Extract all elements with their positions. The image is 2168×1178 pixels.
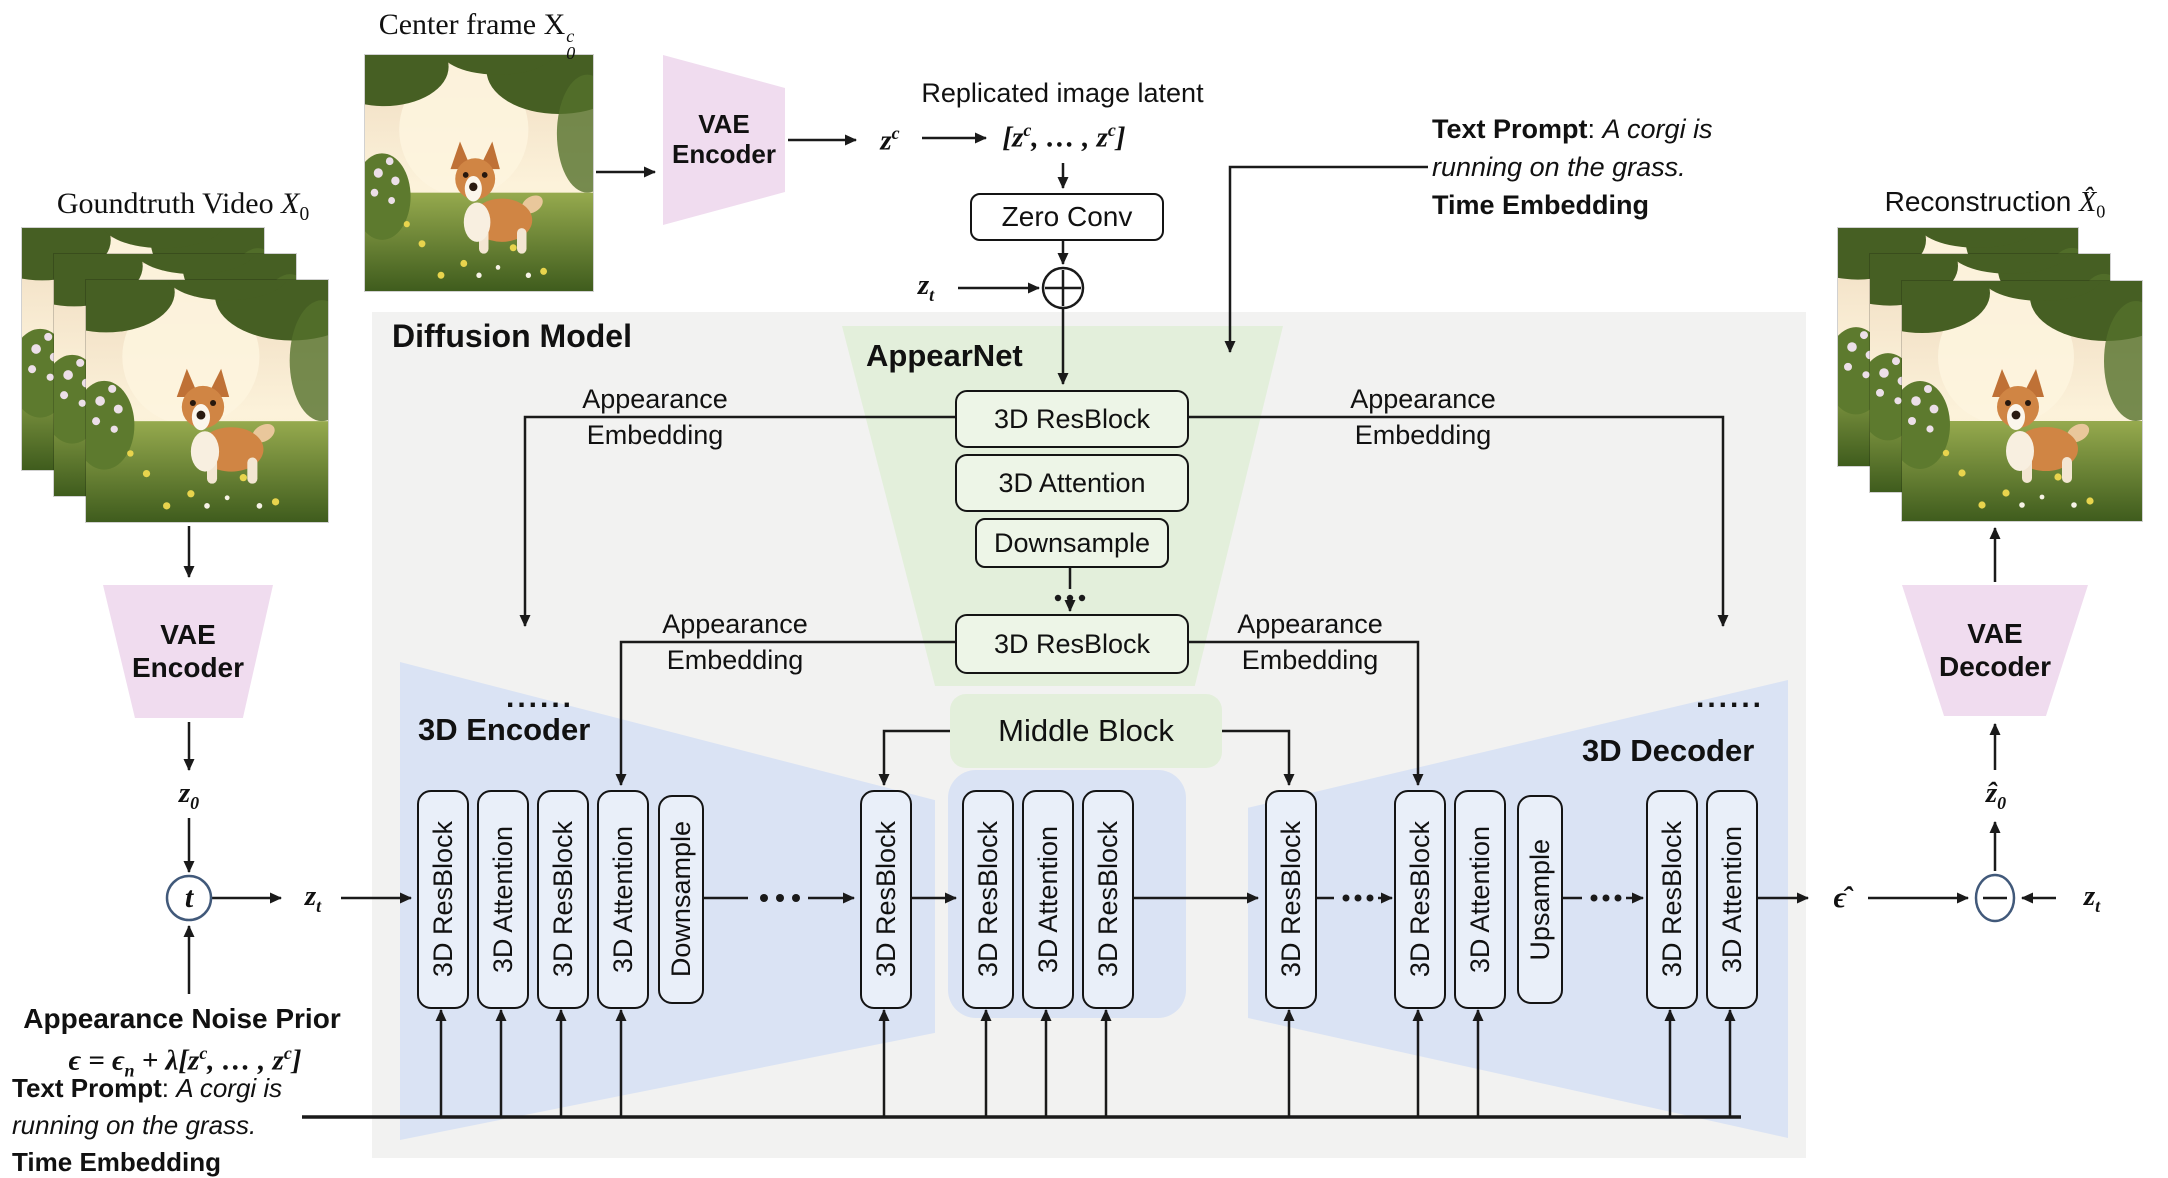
groundtruth-video-label: Goundtruth Video X0 — [56, 186, 310, 225]
groundtruth-frame-front — [86, 280, 328, 522]
zero-conv-block: Zero Conv — [970, 193, 1164, 241]
unet-middle-attention: 3D Attention — [1022, 790, 1074, 1009]
encoder-3d-title: 3D Encoder — [418, 712, 591, 747]
zc-label: zc — [880, 122, 900, 157]
appearnet-title: AppearNet — [866, 338, 1023, 373]
unet-decoder-resblock-3: 3D ResBlock — [1646, 790, 1698, 1009]
diffusion-model-title: Diffusion Model — [392, 318, 632, 354]
decoder-3d-title: 3D Decoder — [1582, 733, 1755, 768]
unet-middle-resblock-2: 3D ResBlock — [1082, 790, 1134, 1009]
noise-prior-title: Appearance Noise Prior — [23, 1003, 341, 1034]
appearnet-resblock-2: 3D ResBlock — [955, 614, 1189, 674]
replicated-latent-vector: [zc, … , zc] — [1002, 119, 1126, 154]
unet-decoder-upsample: Upsample — [1517, 795, 1563, 1004]
skip-ellipsis-right: ...... — [1695, 681, 1764, 714]
zero-conv-label: Zero Conv — [1001, 201, 1133, 232]
center-frame-image — [365, 55, 593, 291]
replicated-latent-label: Replicated image latent — [921, 77, 1204, 108]
unet-middle-resblock-1: 3D ResBlock — [962, 790, 1014, 1009]
skip-ellipsis-left: ...... — [505, 681, 574, 714]
unet-encoder-resblock-2: 3D ResBlock — [537, 790, 589, 1009]
unet-encoder-downsample: Downsample — [658, 795, 704, 1004]
plus-icon — [1041, 266, 1085, 310]
unet-decoder-attention-2: 3D Attention — [1706, 790, 1758, 1009]
zt-label-right: zt — [2083, 879, 2101, 916]
middle-block-label: Middle Block — [998, 713, 1174, 748]
z0-label: z0 — [178, 776, 200, 813]
unet-encoder-attention-2: 3D Attention — [597, 790, 649, 1009]
text-prompt-bottom: Text Prompt: A corgi is running on the g… — [12, 1073, 283, 1177]
middle-block-box: Middle Block — [950, 694, 1222, 768]
appearnet-attention-label: 3D Attention — [998, 467, 1146, 498]
appearnet-resblock-1: 3D ResBlock — [955, 390, 1189, 448]
unet-decoder-resblock-1: 3D ResBlock — [1265, 790, 1317, 1009]
appearnet-resblock-1-label: 3D ResBlock — [993, 403, 1151, 434]
text-prompt-top: Text Prompt: A corgi is running on the g… — [1432, 114, 1713, 220]
unet-encoder-resblock-1: 3D ResBlock — [417, 790, 469, 1009]
zt-label-left: zt — [304, 879, 322, 916]
minus-icon — [1974, 873, 2016, 923]
appearnet-downsample-label: Downsample — [993, 527, 1151, 558]
epsilon-hat-label: ϵ̂ — [1833, 881, 1847, 914]
noise-prior-formula: ϵ = ϵn + λ[zc, … , zc] — [68, 1042, 302, 1081]
zt-label-top: zt — [917, 268, 935, 305]
timestep-label: t — [184, 881, 194, 914]
unet-encoder-resblock-3: 3D ResBlock — [860, 790, 912, 1009]
appearnet-downsample: Downsample — [975, 518, 1169, 568]
reconstruction-label: Reconstruction X̂0 — [1884, 185, 2106, 222]
unet-decoder-attention-1: 3D Attention — [1454, 790, 1506, 1009]
unet-encoder-attention-1: 3D Attention — [477, 790, 529, 1009]
zhat0-label: ẑ0 — [1985, 776, 2007, 813]
appearnet-attention: 3D Attention — [955, 454, 1189, 512]
reconstruction-frame-front — [1902, 281, 2142, 521]
appearnet-resblock-2-label: 3D ResBlock — [993, 628, 1151, 659]
unet-decoder-resblock-2: 3D ResBlock — [1394, 790, 1446, 1009]
